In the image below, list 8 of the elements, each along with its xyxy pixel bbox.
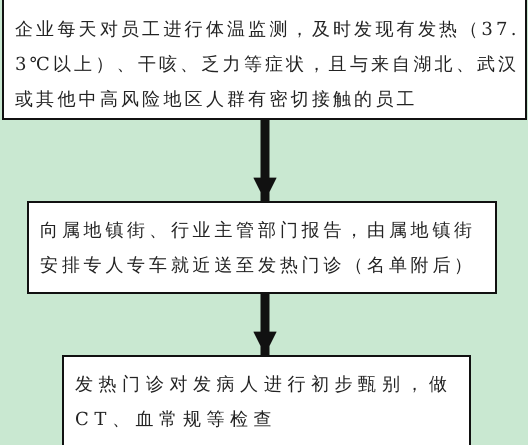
process-box bbox=[2, 0, 527, 120]
box-text: 向属地镇街、行业主管部门报告，由属地镇街安排专人专车就近送至发热门诊（名单附后） bbox=[40, 219, 477, 278]
box-text: 发热门诊对发病人进行初步甄别，做CT、血常规等检查 bbox=[75, 373, 454, 432]
process-box bbox=[27, 201, 497, 294]
arrow bbox=[253, 120, 277, 201]
box-text: 企业每天对员工进行体温监测，及时发现有发热（37.3℃以上）、干咳、乏力等症状，且与来自湖北、武汉或其他中高风险地区人群有密切接触的员工 bbox=[15, 18, 521, 112]
arrow bbox=[253, 294, 277, 355]
process-box bbox=[62, 355, 471, 445]
